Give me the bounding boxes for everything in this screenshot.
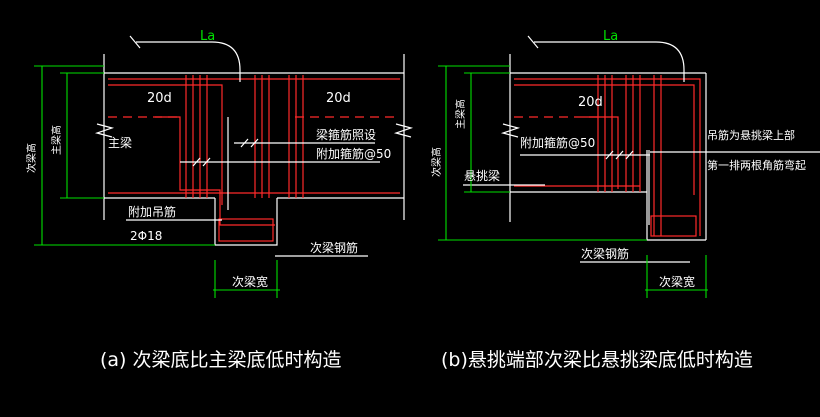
caption-a: (a) 次梁底比主梁底低时构造 <box>100 349 342 371</box>
tick-marks-a <box>192 138 259 167</box>
dimensions-b <box>438 65 708 298</box>
label-20d-b: 20d <box>578 95 603 110</box>
label-20d-right-a: 20d <box>326 91 351 106</box>
dim-main-height-label-b: 主梁高 <box>454 99 467 129</box>
la-label-a: La <box>200 29 215 44</box>
rebars-a <box>108 35 400 242</box>
la-label-b: La <box>603 29 618 44</box>
hanger-rebar-label-a: 附加吊筋 <box>128 204 176 219</box>
leaders-a <box>126 138 380 257</box>
stirrups-a <box>185 75 304 242</box>
secondary-rebar-label-a: 次梁钢筋 <box>310 240 358 255</box>
hanger-spec-label-a: 2Φ18 <box>130 229 162 243</box>
secondary-width-label-b: 次梁宽 <box>659 274 695 289</box>
hanger-note-1-b: 吊筋为悬挑梁上部 <box>707 128 795 142</box>
leaders-b <box>463 150 820 263</box>
tick-marks-b <box>605 150 634 160</box>
dimensions-a <box>34 65 280 298</box>
secondary-rebar-label-b: 次梁钢筋 <box>581 246 629 261</box>
stirrup-added-label-b: 附加箍筋@50 <box>520 135 595 150</box>
stirrup-added-label-a: 附加箍筋@50 <box>316 146 391 161</box>
main-beam-label-a: 主梁 <box>108 135 132 150</box>
hanger-note-2-b: 第一排两根角筋弯起 <box>707 158 806 172</box>
dim-main-height-label-a: 主梁高 <box>50 125 63 155</box>
dim-secondary-height-label-b: 次梁高 <box>430 147 443 177</box>
diagram-a: La 20d 20d 主梁 梁箍筋照设 附加箍筋@50 附加吊筋 2Φ18 次梁… <box>25 29 414 371</box>
cantilever-beam-label-b: 悬挑梁 <box>464 168 500 183</box>
rebars-b <box>514 35 701 237</box>
stirrups-b <box>597 75 697 237</box>
caption-b: (b)悬挑端部次梁比悬挑梁底低时构造 <box>441 349 753 371</box>
stirrup-normal-label-a: 梁箍筋照设 <box>316 127 376 142</box>
beam-outline-a <box>94 54 414 246</box>
secondary-width-label-a: 次梁宽 <box>232 274 268 289</box>
label-20d-a: 20d <box>147 91 172 106</box>
dim-secondary-height-label-a: 次梁高 <box>25 143 38 173</box>
diagram-b: La 20d 附加箍筋@50 悬挑梁 吊筋为悬挑梁上部 第一排两根角筋弯起 次梁… <box>430 29 820 371</box>
